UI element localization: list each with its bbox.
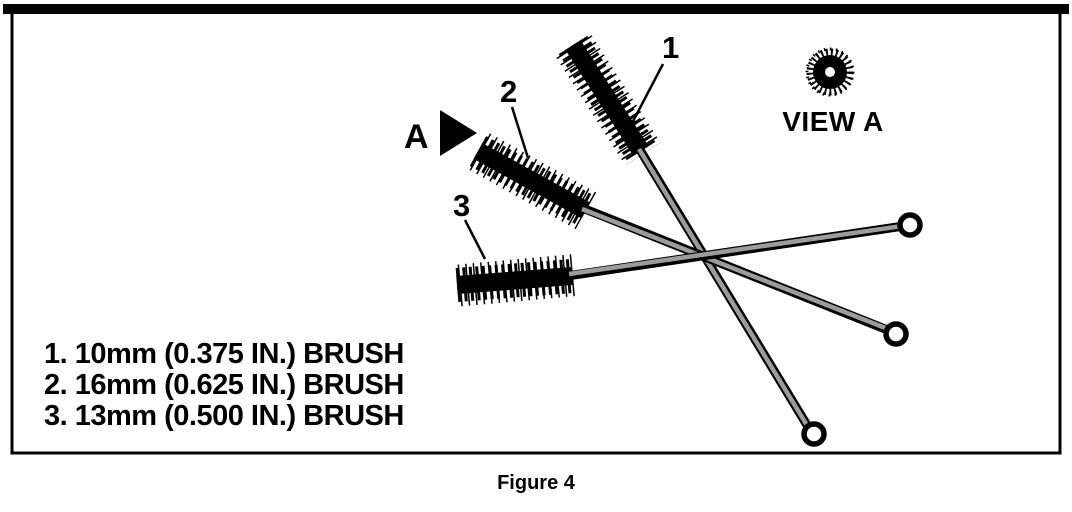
brush-3-ring <box>897 212 923 238</box>
brush-2 <box>464 130 909 347</box>
callout-3: 3 <box>453 188 487 260</box>
view-direction-arrow: A <box>404 110 477 156</box>
arrow-a-label: A <box>404 118 429 156</box>
callout-2: 2 <box>500 74 530 159</box>
brush-3-rod <box>566 221 905 281</box>
brush-1-bristles <box>553 30 661 166</box>
view-a-label: VIEW A <box>782 106 884 137</box>
arrow-a-icon <box>440 110 477 156</box>
callout-2-label: 2 <box>500 74 517 109</box>
view-a-detail: VIEW A <box>782 47 884 137</box>
brush-2-bristles <box>464 130 599 231</box>
callout-1-leader <box>628 63 665 128</box>
callout-1: 1 <box>628 30 679 128</box>
callout-2-leader <box>510 106 530 159</box>
brush-3 <box>452 212 923 307</box>
legend-line-1: 1. 10mm (0.375 IN.) BRUSH <box>44 338 404 370</box>
callout-3-leader <box>463 219 487 260</box>
callout-1-label: 1 <box>662 30 679 65</box>
brush-1 <box>553 30 827 447</box>
brush-2-ring <box>883 321 909 347</box>
legend-line-3: 3. 13mm (0.500 IN.) BRUSH <box>44 400 404 432</box>
callout-3-label: 3 <box>453 188 470 223</box>
figure-caption: Figure 4 <box>497 472 576 494</box>
brush-2-rod <box>578 202 892 336</box>
brush-1-ring <box>801 421 827 447</box>
legend: 1. 10mm (0.375 IN.) BRUSH 2. 16mm (0.625… <box>44 338 404 432</box>
brush-end-view-icon <box>805 47 855 97</box>
figure-border <box>3 4 1069 455</box>
legend-line-2: 2. 16mm (0.625 IN.) BRUSH <box>44 369 404 401</box>
brush-1-rod <box>633 142 814 433</box>
brush-3-bristles <box>452 254 577 307</box>
